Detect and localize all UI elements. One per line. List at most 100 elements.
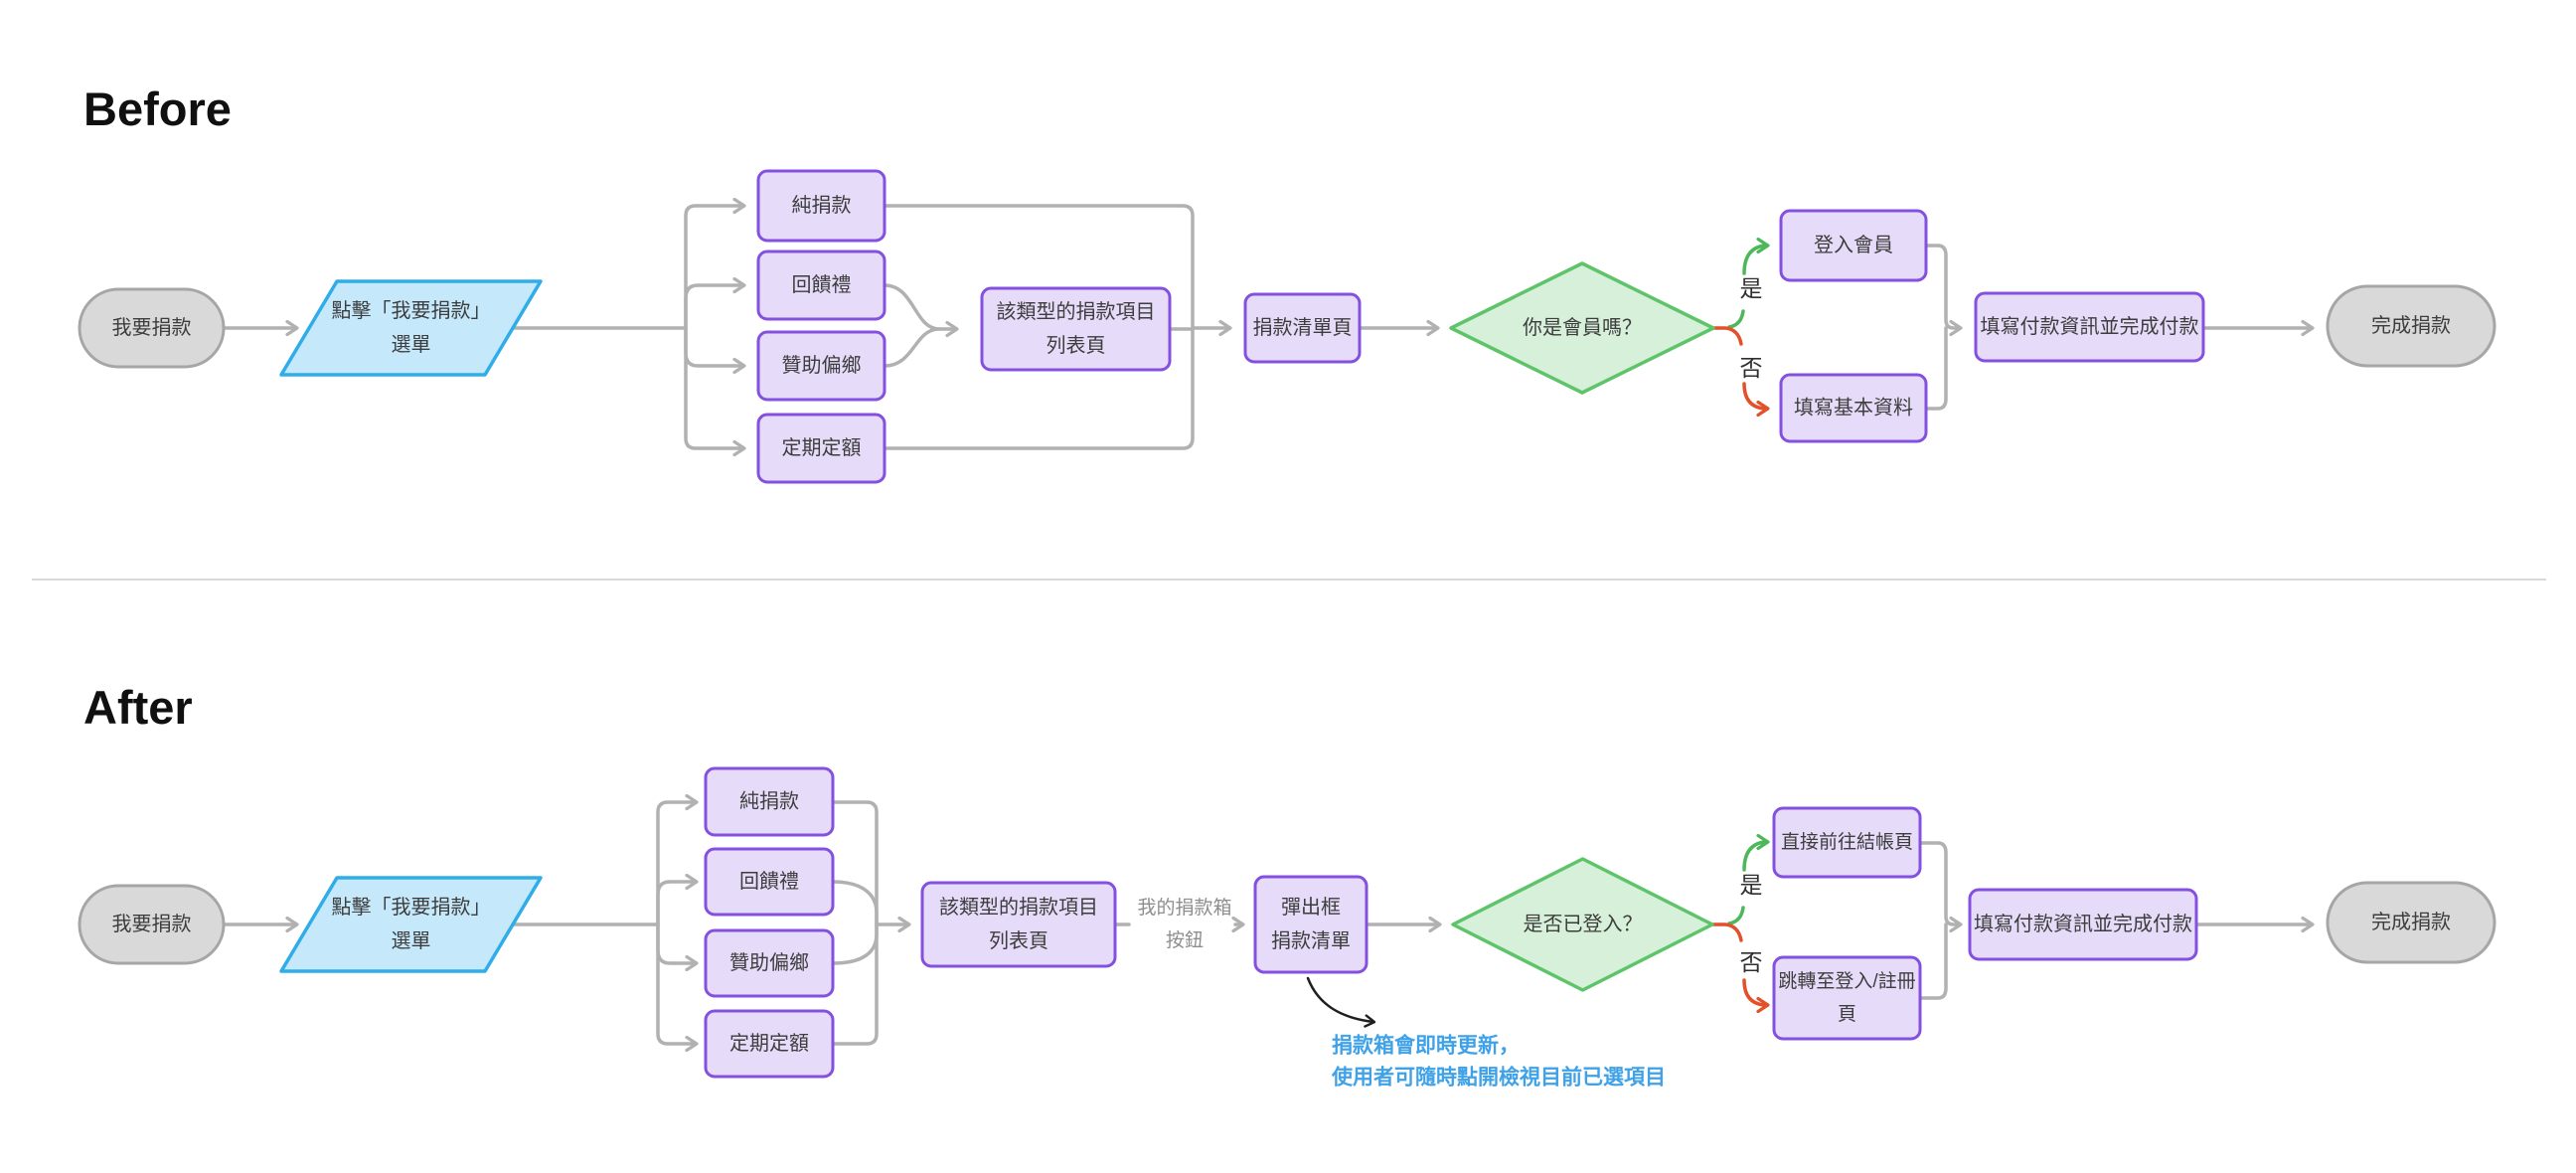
after-edge-branch-recurring bbox=[656, 922, 699, 1053]
after-edge-no-arrow bbox=[1742, 978, 1770, 1014]
after-menu-parallelogram-text: 點擊「我要捐款」 bbox=[332, 896, 491, 919]
after-edge-redirect-merge bbox=[1918, 922, 1948, 1000]
before-label-no: 否 bbox=[1740, 355, 1763, 381]
before-donation-cart-page-text: 捐款清單頁 bbox=[1253, 316, 1353, 339]
after-flowchart: 我要捐款點擊「我要捐款」選單純捐款回饋禮贊助偏鄉定期定額該類型的捐款項目列表頁我… bbox=[78, 766, 2496, 1089]
before-edge-no-arrow bbox=[1742, 382, 1770, 418]
after-end-terminal: 完成捐款 bbox=[2326, 881, 2496, 964]
before-edge-branch-recurring bbox=[684, 326, 746, 457]
after-edge-no-curve bbox=[1710, 922, 1743, 942]
before-edge-no-curve bbox=[1711, 326, 1743, 346]
after-redirect-login-register: 跳轉至登入/註冊頁 bbox=[1772, 955, 1922, 1041]
before-donation-cart-page: 捐款清單頁 bbox=[1243, 292, 1362, 364]
after-menu-parallelogram-text: 選單 bbox=[392, 929, 431, 952]
after-mybox-button-label-text: 我的捐款箱 bbox=[1137, 897, 1231, 919]
after-payment-text: 填寫付款資訊並完成付款 bbox=[1974, 913, 2192, 935]
before-edge-yes-arrow bbox=[1742, 237, 1770, 275]
before-category-reward-gift-text: 回饋禮 bbox=[792, 273, 852, 296]
before-edge-recurring-bypass bbox=[883, 326, 1195, 450]
after-category-reward-gift: 回饋禮 bbox=[704, 847, 835, 917]
before-start-terminal: 我要捐款 bbox=[78, 287, 226, 369]
after-edge-branch-rural bbox=[656, 922, 699, 972]
after-popup-cart-text: 捐款清單 bbox=[1271, 929, 1351, 952]
after-start-terminal-text: 我要捐款 bbox=[112, 913, 192, 935]
before-edge-branch-gift bbox=[684, 276, 746, 330]
before-list-page-text: 列表頁 bbox=[1046, 334, 1106, 357]
before-list-page-text: 該類型的捐款項目 bbox=[997, 300, 1156, 323]
before-menu-parallelogram: 點擊「我要捐款」選單 bbox=[279, 279, 543, 377]
before-edge-yes-curve bbox=[1727, 309, 1745, 329]
before-fill-basic-info-text: 填寫基本資料 bbox=[1794, 397, 1913, 419]
before-end-terminal-text: 完成捐款 bbox=[2371, 314, 2451, 337]
after-category-sponsor-rural: 贊助偏鄉 bbox=[704, 928, 835, 998]
after-category-pure-donation-text: 純捐款 bbox=[739, 790, 799, 813]
before-edge-rural-to-list bbox=[883, 327, 941, 368]
before-section-title: Before bbox=[83, 83, 232, 135]
after-payment: 填寫付款資訊並完成付款 bbox=[1968, 888, 2198, 961]
after-edge-rural-merge bbox=[831, 922, 879, 965]
after-annotation-arrow bbox=[1306, 976, 1376, 1028]
before-edge-branch-pure bbox=[684, 197, 746, 330]
after-category-recurring: 定期定額 bbox=[704, 1009, 835, 1079]
after-redirect-login-register-text: 跳轉至登入/註冊 bbox=[1778, 970, 1915, 992]
after-edge-branch-pure bbox=[656, 793, 699, 926]
before-category-sponsor-rural: 贊助偏鄉 bbox=[756, 330, 886, 402]
after-list-page-text: 列表頁 bbox=[989, 929, 1048, 952]
before-edge-basic-merge bbox=[1924, 326, 1948, 411]
after-list-page-text: 該類型的捐款項目 bbox=[939, 896, 1098, 919]
after-edge-recurring-merge bbox=[831, 922, 879, 1046]
after-go-checkout: 直接前往結帳頁 bbox=[1772, 806, 1922, 879]
before-member-decision: 你是會員嗎？ bbox=[1449, 261, 1715, 395]
before-edge-gift-to-list bbox=[883, 283, 959, 338]
before-category-recurring: 定期定額 bbox=[756, 413, 886, 484]
before-login-member-text: 登入會員 bbox=[1814, 234, 1893, 256]
after-start-terminal: 我要捐款 bbox=[78, 884, 226, 965]
before-payment: 填寫付款資訊並完成付款 bbox=[1974, 291, 2205, 363]
after-annotation-line-2: 使用者可隨時點開檢視目前已選項目 bbox=[1331, 1066, 1666, 1089]
before-category-reward-gift: 回饋禮 bbox=[756, 250, 886, 321]
after-popup-cart-text: 彈出框 bbox=[1281, 896, 1341, 919]
after-section-title: After bbox=[83, 681, 193, 734]
after-edge-yes-arrow bbox=[1742, 833, 1770, 872]
after-go-checkout-text: 直接前往結帳頁 bbox=[1781, 831, 1913, 853]
after-end-terminal-text: 完成捐款 bbox=[2371, 911, 2451, 933]
after-category-sponsor-rural-text: 贊助偏鄉 bbox=[729, 951, 809, 974]
before-edge-login-merge bbox=[1924, 244, 1963, 337]
after-category-recurring-text: 定期定額 bbox=[729, 1032, 809, 1055]
after-edge-checkout-merge bbox=[1918, 841, 1963, 933]
before-menu-parallelogram-text: 點擊「我要捐款」 bbox=[332, 299, 491, 322]
after-login-decision-text: 是否已登入？ bbox=[1524, 913, 1643, 935]
before-login-member: 登入會員 bbox=[1779, 209, 1928, 282]
after-annotation-line-1: 捐款箱會即時更新， bbox=[1332, 1034, 1520, 1058]
before-start-terminal-text: 我要捐款 bbox=[112, 316, 192, 339]
after-edge-gift-merge bbox=[831, 880, 879, 926]
after-menu-parallelogram: 點擊「我要捐款」選單 bbox=[279, 876, 543, 973]
before-category-pure-donation: 純捐款 bbox=[756, 169, 886, 243]
after-edge-branch-gift bbox=[656, 873, 699, 926]
before-end-terminal: 完成捐款 bbox=[2326, 284, 2496, 368]
before-edge-branch-rural bbox=[684, 326, 746, 375]
section-divider bbox=[32, 579, 2546, 581]
after-edge-yes-curve bbox=[1727, 906, 1745, 925]
before-payment-text: 填寫付款資訊並完成付款 bbox=[1981, 315, 2199, 338]
after-label-no: 否 bbox=[1740, 949, 1763, 975]
after-category-pure-donation: 純捐款 bbox=[704, 766, 835, 837]
before-fill-basic-info: 填寫基本資料 bbox=[1779, 373, 1928, 443]
before-edge-pure-bypass bbox=[883, 204, 1195, 330]
after-label-yes: 是 bbox=[1740, 872, 1763, 898]
before-member-decision-text: 你是會員嗎？ bbox=[1523, 316, 1642, 339]
after-mybox-button-label-text: 按鈕 bbox=[1166, 929, 1204, 951]
before-label-yes: 是 bbox=[1740, 275, 1763, 301]
after-category-reward-gift-text: 回饋禮 bbox=[739, 870, 799, 893]
after-redirect-login-register-text: 頁 bbox=[1838, 1004, 1856, 1025]
before-menu-parallelogram-text: 選單 bbox=[392, 333, 431, 356]
before-category-pure-donation-text: 純捐款 bbox=[792, 194, 852, 217]
after-edge-pure-merge bbox=[831, 800, 879, 926]
before-category-sponsor-rural-text: 贊助偏鄉 bbox=[782, 354, 862, 377]
